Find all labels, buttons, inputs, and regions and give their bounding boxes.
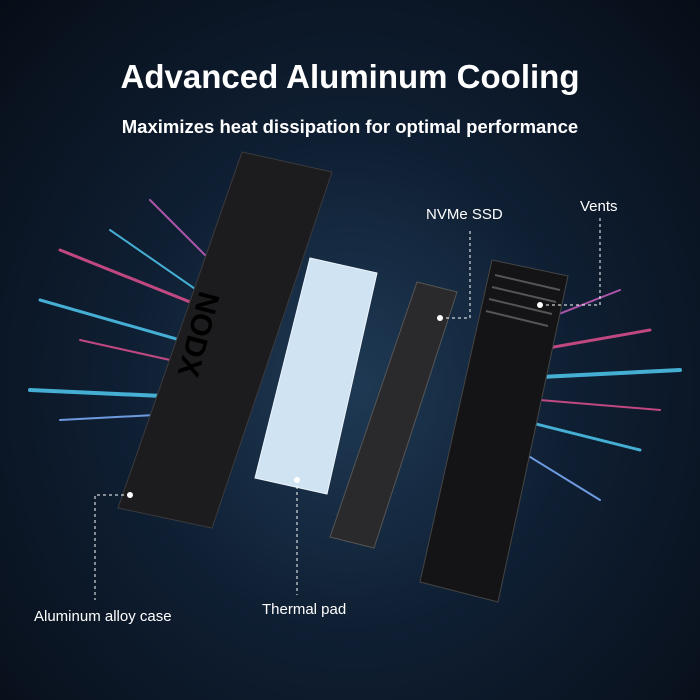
thermal-pad bbox=[254, 257, 378, 495]
label-vents: Vents bbox=[580, 198, 618, 215]
label-nvme-ssd: NVMe SSD bbox=[426, 206, 503, 223]
leader-lines bbox=[94, 218, 601, 600]
label-aluminum-case: Aluminum alloy case bbox=[34, 608, 172, 625]
page-subtitle: Maximizes heat dissipation for optimal p… bbox=[121, 116, 579, 137]
enclosure-tray bbox=[419, 259, 569, 603]
vents bbox=[485, 274, 561, 327]
nvme-ssd bbox=[329, 281, 458, 549]
page-title: Advanced Aluminum Cooling bbox=[120, 58, 580, 95]
aluminum-case bbox=[117, 151, 333, 529]
label-thermal-pad: Thermal pad bbox=[262, 601, 347, 618]
